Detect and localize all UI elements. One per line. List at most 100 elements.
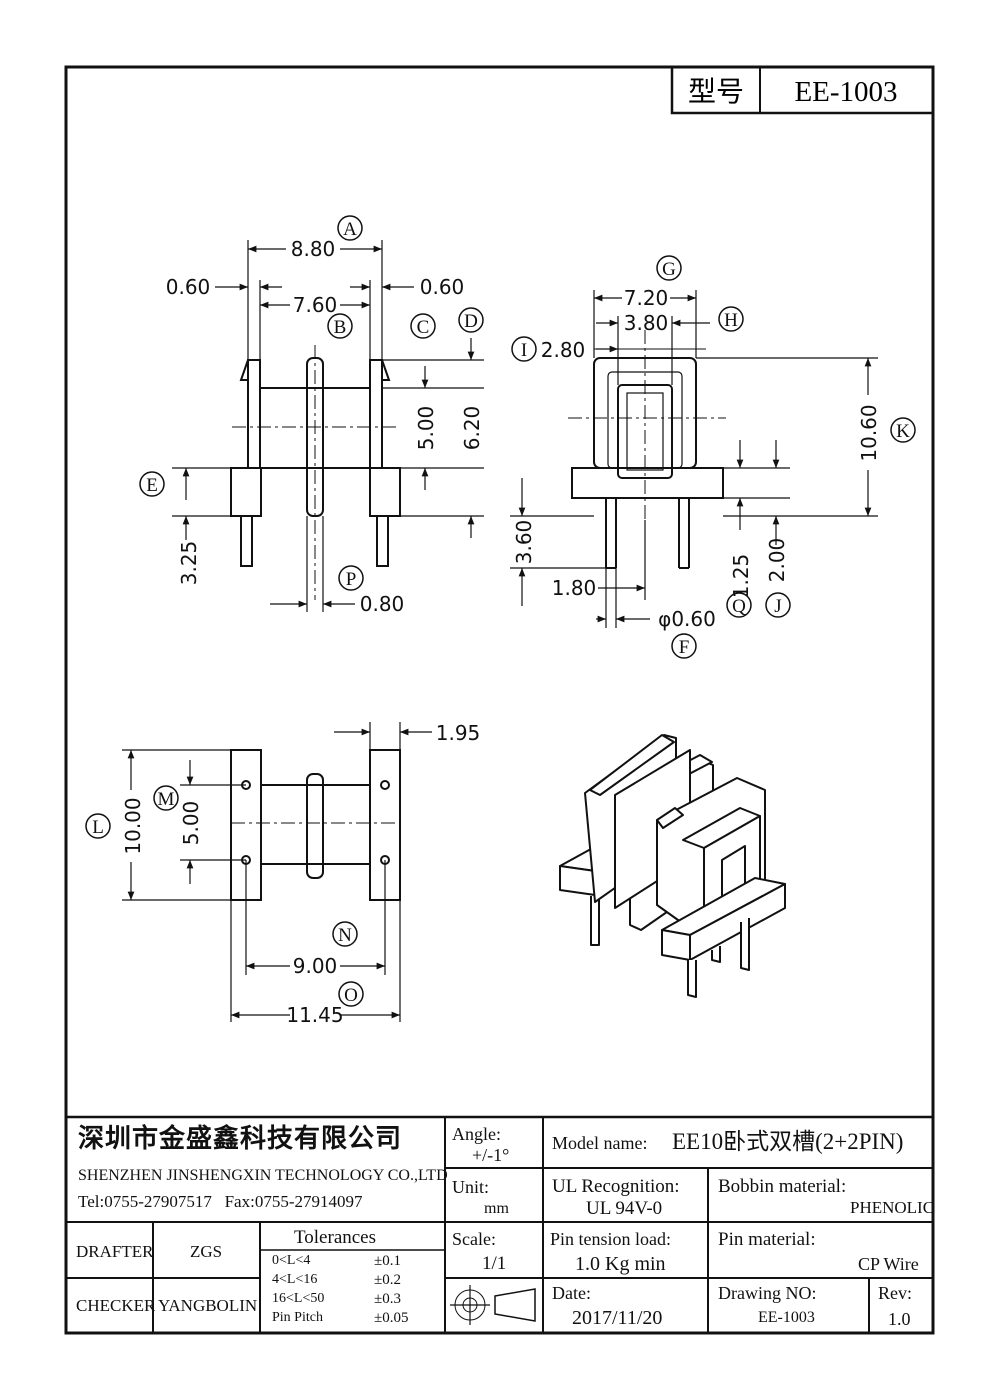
tolerance-row: Pin Pitch ±0.05 [272, 1311, 442, 1330]
unit-label: Unit: [452, 1177, 490, 1197]
callout-labels: A B C D E P G H I K Q J F M L N O [85, 215, 916, 1007]
label-f: F [671, 633, 697, 659]
scale-label: Scale: [452, 1229, 496, 1249]
title-block-grid [66, 1115, 933, 1333]
svg-text:G: G [662, 259, 676, 280]
tolerances-title: Tolerances [294, 1227, 377, 1248]
dim-6-20: 6.20 [460, 406, 484, 451]
model-header-box: 型号 EE-1003 [670, 65, 935, 115]
tolerance-row: 0<L<4 ±0.1 [272, 1254, 442, 1273]
dim-5-00-bottom: 5.00 [179, 801, 203, 846]
angle-value: +/-1° [472, 1145, 510, 1165]
dim-1-95: 1.95 [436, 721, 481, 745]
tolerance-value: ±0.3 [374, 1291, 401, 1307]
model-name-value: EE10卧式双槽(2+2PIN) [672, 1129, 904, 1154]
pin-material-label: Pin material: [718, 1229, 816, 1250]
svg-text:N: N [338, 925, 352, 946]
svg-text:M: M [158, 789, 175, 810]
checker-value: YANGBOLIN [158, 1296, 258, 1315]
drafter-value: ZGS [190, 1242, 223, 1261]
dim-0-60-right: 0.60 [420, 275, 465, 299]
dim-1-25: 1.25 [729, 554, 753, 599]
dim-2-80: 2.80 [541, 338, 586, 362]
front-view-dims [172, 240, 484, 612]
svg-text:B: B [334, 317, 347, 338]
tolerance-row: 16<L<50 ±0.3 [272, 1292, 442, 1311]
side-view-dims [510, 290, 878, 628]
tolerance-range: 0<L<4 [272, 1253, 311, 1268]
company-name-en: SHENZHEN JINSHENGXIN TECHNOLOGY CO.,LTD [78, 1167, 448, 1184]
label-n: N [332, 921, 358, 947]
drawing-no-label: Drawing NO: [718, 1283, 817, 1303]
svg-text:C: C [417, 317, 430, 338]
label-e: E [139, 471, 165, 497]
svg-text:I: I [521, 340, 527, 361]
model-header-label: 型号 [688, 75, 744, 108]
tolerance-range: 4<L<16 [272, 1272, 318, 1287]
dim-8-80: 8.80 [291, 237, 336, 261]
bobbin-material-label: Bobbin material: [718, 1176, 847, 1197]
dim-3-25: 3.25 [177, 541, 201, 586]
checker-label: CHECKER [76, 1296, 156, 1315]
tolerance-value: ±0.2 [374, 1272, 401, 1288]
tolerance-value: ±0.1 [374, 1253, 401, 1269]
label-q: Q [726, 592, 752, 618]
tolerance-range: Pin Pitch [272, 1310, 323, 1325]
dim-2-00: 2.00 [765, 538, 789, 583]
bottom-view [230, 749, 401, 901]
tolerance-value: ±0.05 [374, 1310, 409, 1326]
rev-value: 1.0 [888, 1309, 911, 1329]
label-c: C [410, 313, 436, 339]
side-view [568, 330, 726, 569]
label-b: B [327, 313, 353, 339]
label-p: P [338, 565, 364, 591]
date-label: Date: [552, 1283, 591, 1303]
svg-text:F: F [679, 637, 690, 658]
label-o: O [338, 981, 364, 1007]
dim-1-80: 1.80 [552, 576, 597, 600]
scale-value: 1/1 [482, 1253, 507, 1274]
company-name-cn: 深圳市金盛鑫科技有限公司 [78, 1124, 403, 1154]
svg-text:J: J [774, 596, 781, 617]
pin-tension-value: 1.0 Kg min [575, 1253, 666, 1275]
pin-material-value: CP Wire [858, 1254, 919, 1274]
front-view [230, 345, 401, 600]
svg-text:D: D [464, 311, 478, 332]
svg-text:Q: Q [732, 596, 746, 617]
sheet-frame [64, 65, 935, 1335]
dim-10-60: 10.60 [857, 404, 881, 461]
label-i: I [511, 336, 537, 362]
dim-9-00: 9.00 [293, 954, 338, 978]
label-k: K [890, 417, 916, 443]
label-g: G [656, 255, 682, 281]
dimension-values: 8.80 0.60 0.60 7.60 5.00 6.20 3.25 0.80 … [121, 237, 881, 1027]
rev-label: Rev: [878, 1283, 912, 1303]
svg-text:O: O [344, 985, 358, 1006]
unit-value: mm [484, 1200, 509, 1217]
tolerance-range: 16<L<50 [272, 1291, 325, 1306]
dim-phi-0-60: φ0.60 [658, 607, 716, 631]
svg-text:A: A [343, 219, 357, 240]
bobbin-material-value: PHENOLIC [850, 1198, 935, 1217]
model-header-value: EE-1003 [794, 76, 897, 108]
dim-5-00: 5.00 [414, 406, 438, 451]
date-value: 2017/11/20 [572, 1307, 663, 1329]
company-contact: Tel:0755-27907517 Fax:0755-27914097 [78, 1192, 363, 1211]
drafter-label: DRAFTER [76, 1242, 154, 1261]
dim-7-60: 7.60 [293, 293, 338, 317]
ul-recognition-label: UL Recognition: [552, 1176, 680, 1197]
label-a: A [337, 215, 363, 241]
svg-text:P: P [346, 569, 357, 590]
dim-0-60-left: 0.60 [166, 275, 211, 299]
label-j: J [765, 592, 791, 618]
ul-recognition-value: UL 94V-0 [586, 1198, 663, 1219]
dim-10-00: 10.00 [121, 797, 145, 854]
dim-3-60: 3.60 [512, 520, 536, 565]
label-d: D [458, 307, 484, 333]
svg-text:E: E [146, 475, 158, 496]
label-m: M [153, 785, 179, 811]
drawing-no-value: EE-1003 [758, 1309, 815, 1326]
angle-label: Angle: [452, 1124, 501, 1144]
model-name-label: Model name: [552, 1133, 648, 1153]
